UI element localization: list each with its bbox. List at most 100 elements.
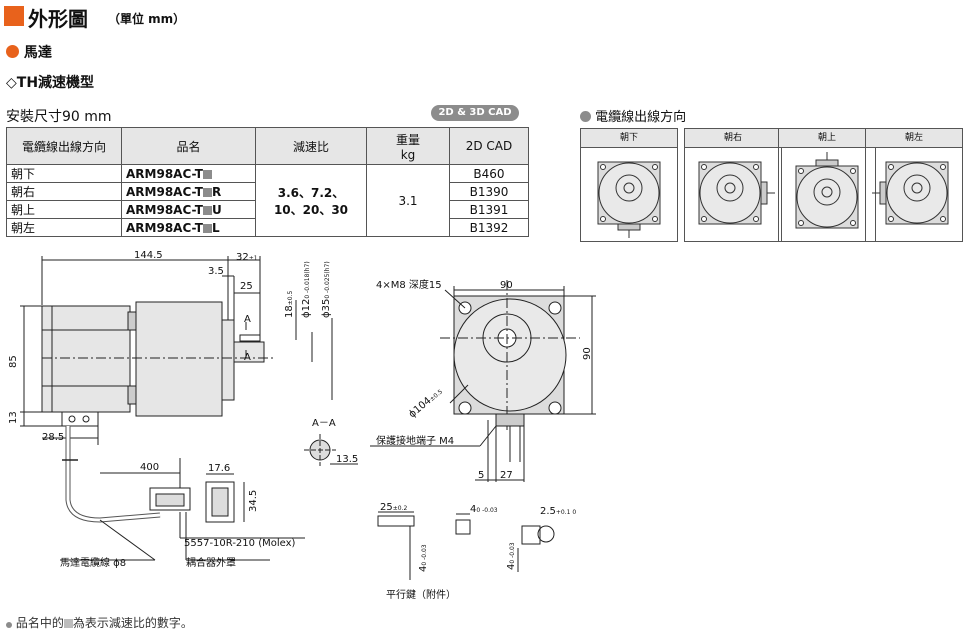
key-dim-4c: 40 -0.03: [506, 542, 517, 570]
dim-13: 13: [8, 411, 19, 424]
dim-90-top: 90: [500, 280, 513, 291]
callout-motor-cable: 馬達電纜線 ϕ8: [60, 556, 126, 569]
key-4b-tol: 0 -0.03: [421, 544, 428, 565]
cable-view-down: 朝下: [580, 128, 678, 242]
unit-label: （單位 mm）: [108, 12, 186, 26]
dim-phi104-tol: ±0.5: [428, 388, 444, 403]
model-text: ARM98AC-T: [126, 166, 203, 181]
cable-view-label: 朝右: [685, 129, 781, 148]
cable-direction-title: 電纜線出線方向: [580, 106, 686, 125]
callout-m8: 4×M8 深度15: [376, 278, 442, 291]
model-text: ARM98AC-T: [126, 202, 203, 217]
spec-table: 電纜線出線方向 品名 減速比 重量 kg 2D CAD 朝下 ARM98AC-T…: [6, 127, 529, 237]
parallel-key-label: 平行鍵（附件）: [386, 588, 456, 601]
header-cad: 2D CAD: [449, 127, 529, 165]
cable-view-label: 朝下: [581, 129, 677, 148]
footnote-text: 品名中的: [15, 616, 64, 630]
output-shaft: [233, 341, 265, 363]
row-cad-link[interactable]: B1390: [449, 182, 529, 201]
row-model: ARM98AC-T: [121, 164, 256, 183]
ratio-placeholder-icon: [63, 619, 73, 628]
header-weight-l1: 重量: [395, 132, 420, 147]
section-motor: 馬達: [6, 42, 52, 62]
key-dim-2-5: 2.5+0.1 0: [540, 506, 576, 517]
callout-connector: 5557-10R-210 (Molex): [184, 538, 296, 549]
ratio-placeholder-icon: [202, 205, 212, 215]
header-direction: 電纜線出線方向: [6, 127, 122, 165]
bullet-icon: [580, 111, 591, 122]
ratio-cell: 3.6、7.2、 10、20、30: [255, 164, 367, 237]
header-ratio: 減速比: [255, 127, 367, 165]
key-4c-val: 4: [506, 564, 517, 570]
dim-27: 27: [500, 470, 513, 481]
dim-34-5: 34.5: [248, 490, 259, 512]
key-25-tol: ±0.2: [393, 505, 408, 512]
key-4a-val: 4: [470, 504, 476, 515]
cable-view-left: 朝左: [865, 128, 963, 242]
dim-144-5: 144.5: [134, 250, 163, 261]
dim-phi104: ϕ104±0.5: [407, 386, 445, 420]
motor-body-side: [41, 305, 131, 413]
dim-17-6: 17.6: [208, 463, 230, 474]
row-direction: 朝右: [6, 182, 122, 201]
ratio-placeholder-icon: [202, 223, 212, 233]
cable-view-label: 朝上: [779, 129, 875, 148]
ratio-l1: 3.6、7.2、: [277, 185, 345, 200]
cable-view-label: 朝左: [866, 129, 962, 148]
key-dim-4b: 40 -0.03: [418, 544, 429, 572]
key-2-5-tol: +0.1 0: [556, 509, 576, 516]
dim-18-tol: ±0.5: [287, 291, 294, 306]
model-suffix: U: [211, 202, 222, 217]
table-row: 朝下 ARM98AC-T 3.6、7.2、 10、20、30 3.1 B460: [6, 164, 529, 237]
dim-18: 18±0.5: [284, 291, 295, 318]
page-title: 外形圖: [28, 7, 88, 31]
callout-coupler-cover: 耦合器外罩: [186, 556, 236, 569]
dim-phi35-val: ϕ35: [321, 299, 332, 318]
row-cad-link[interactable]: B1392: [449, 218, 529, 237]
callout-ground: 保護接地端子 M4: [376, 434, 454, 447]
key-dim-4a: 40 -0.03: [470, 504, 498, 515]
row-cad-link[interactable]: B460: [449, 164, 529, 183]
dim-phi35: ϕ350 -0.025(h7): [321, 261, 332, 318]
section-aa-label: A－A: [312, 418, 336, 429]
cad-badge[interactable]: 2D & 3D CAD: [431, 105, 519, 121]
dim-5: 5: [478, 470, 484, 481]
dim-phi12-val: ϕ12: [301, 299, 312, 318]
row-direction: 朝左: [6, 218, 122, 237]
ratio-placeholder-icon: [202, 187, 212, 197]
dimension-drawing: 144.5 32±1 3.5 25 18±0.5 ϕ120 -0.018(h7)…: [8, 250, 596, 601]
cable-direction-label: 電纜線出線方向: [595, 110, 687, 125]
dim-18-val: 18: [284, 305, 295, 318]
motor-front-icon: [872, 161, 949, 225]
key-dim-25: 25±0.2: [380, 502, 407, 513]
motor-front-icon: [698, 161, 775, 225]
key-4c-tol: 0 -0.03: [509, 542, 516, 563]
dim-85: 85: [8, 355, 19, 368]
header-weight: 重量 kg: [366, 127, 450, 165]
section-mark-a-bottom: A: [244, 352, 251, 363]
dim-32: 32±1: [236, 252, 258, 263]
model-text: ARM98AC-T: [126, 184, 203, 199]
title-marker: [4, 6, 24, 26]
size-title: 安裝尺寸90 mm: [6, 109, 112, 125]
dim-90-side: 90: [582, 347, 593, 360]
dim-phi12-tol: 0 -0.018(h7): [304, 261, 311, 298]
ratio-placeholder-icon: [202, 169, 212, 179]
bullet-icon: [6, 45, 19, 58]
row-cad-link[interactable]: B1391: [449, 200, 529, 219]
model-text: ARM98AC-T: [126, 220, 203, 235]
header-model: 品名: [121, 127, 256, 165]
section-mark-a-top: A: [244, 314, 251, 325]
dim-phi35-tol: 0 -0.025(h7): [324, 261, 331, 298]
dim-28-5: 28.5: [42, 432, 64, 443]
gearhead-side: [135, 301, 223, 417]
dim-32-tol: ±1: [249, 255, 258, 262]
motor-front-icon: [795, 152, 859, 229]
header-weight-l2: kg: [400, 147, 416, 162]
dim-25: 25: [240, 281, 253, 292]
